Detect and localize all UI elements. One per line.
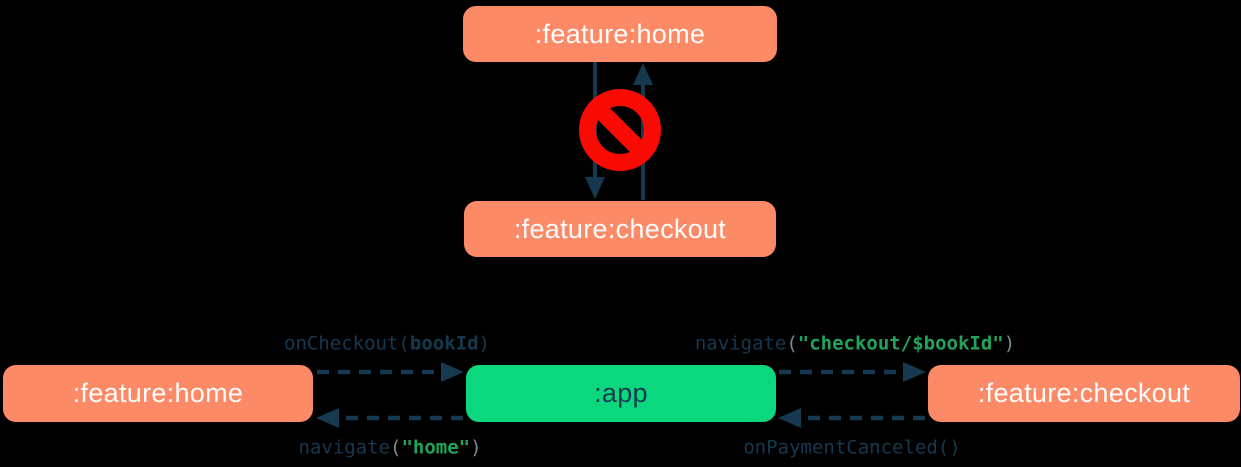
code-segment: "home" [401,436,471,459]
code-segment: bookId [409,332,479,355]
arrow-home-to-checkout [585,62,605,199]
arrow-checkout-to-app [778,408,925,428]
label-onpaymentcanceled: onPaymentCanceled() [743,436,961,459]
label-navigate-checkout-bookid: navigate("checkout/$bookId") [694,332,1016,355]
code-segment: navigate [694,332,787,355]
code-segment: " [992,332,1004,355]
code-segment: ( [786,332,798,355]
code-segment: navigate [298,436,390,459]
code-segment: ) [478,332,490,355]
arrow-checkout-to-home [633,63,653,200]
bottom-feature-checkout-box: :feature:checkout [928,365,1240,422]
arrow-app-to-home [316,408,463,428]
code-segment: onCheckout( [284,332,410,355]
app-module-box: :app [466,365,776,422]
label-oncheckout-bookid: onCheckout(bookId) [284,332,490,355]
top-feature-checkout-box: :feature:checkout [464,201,776,257]
code-segment: ) [1003,332,1016,355]
code-segment: ) [470,436,482,459]
code-segment: $bookId [912,332,993,355]
arrow-home-to-app [317,362,464,382]
code-segment: onPaymentCanceled() [743,436,961,459]
label-navigate-home: navigate("home") [298,436,482,459]
top-feature-home-box: :feature:home [463,6,777,62]
bottom-feature-home-box: :feature:home [3,365,313,422]
no-entry-icon [579,89,661,171]
code-segment: "checkout/ [797,332,913,355]
code-segment: ( [389,436,402,459]
arrow-app-to-checkout [779,362,926,382]
